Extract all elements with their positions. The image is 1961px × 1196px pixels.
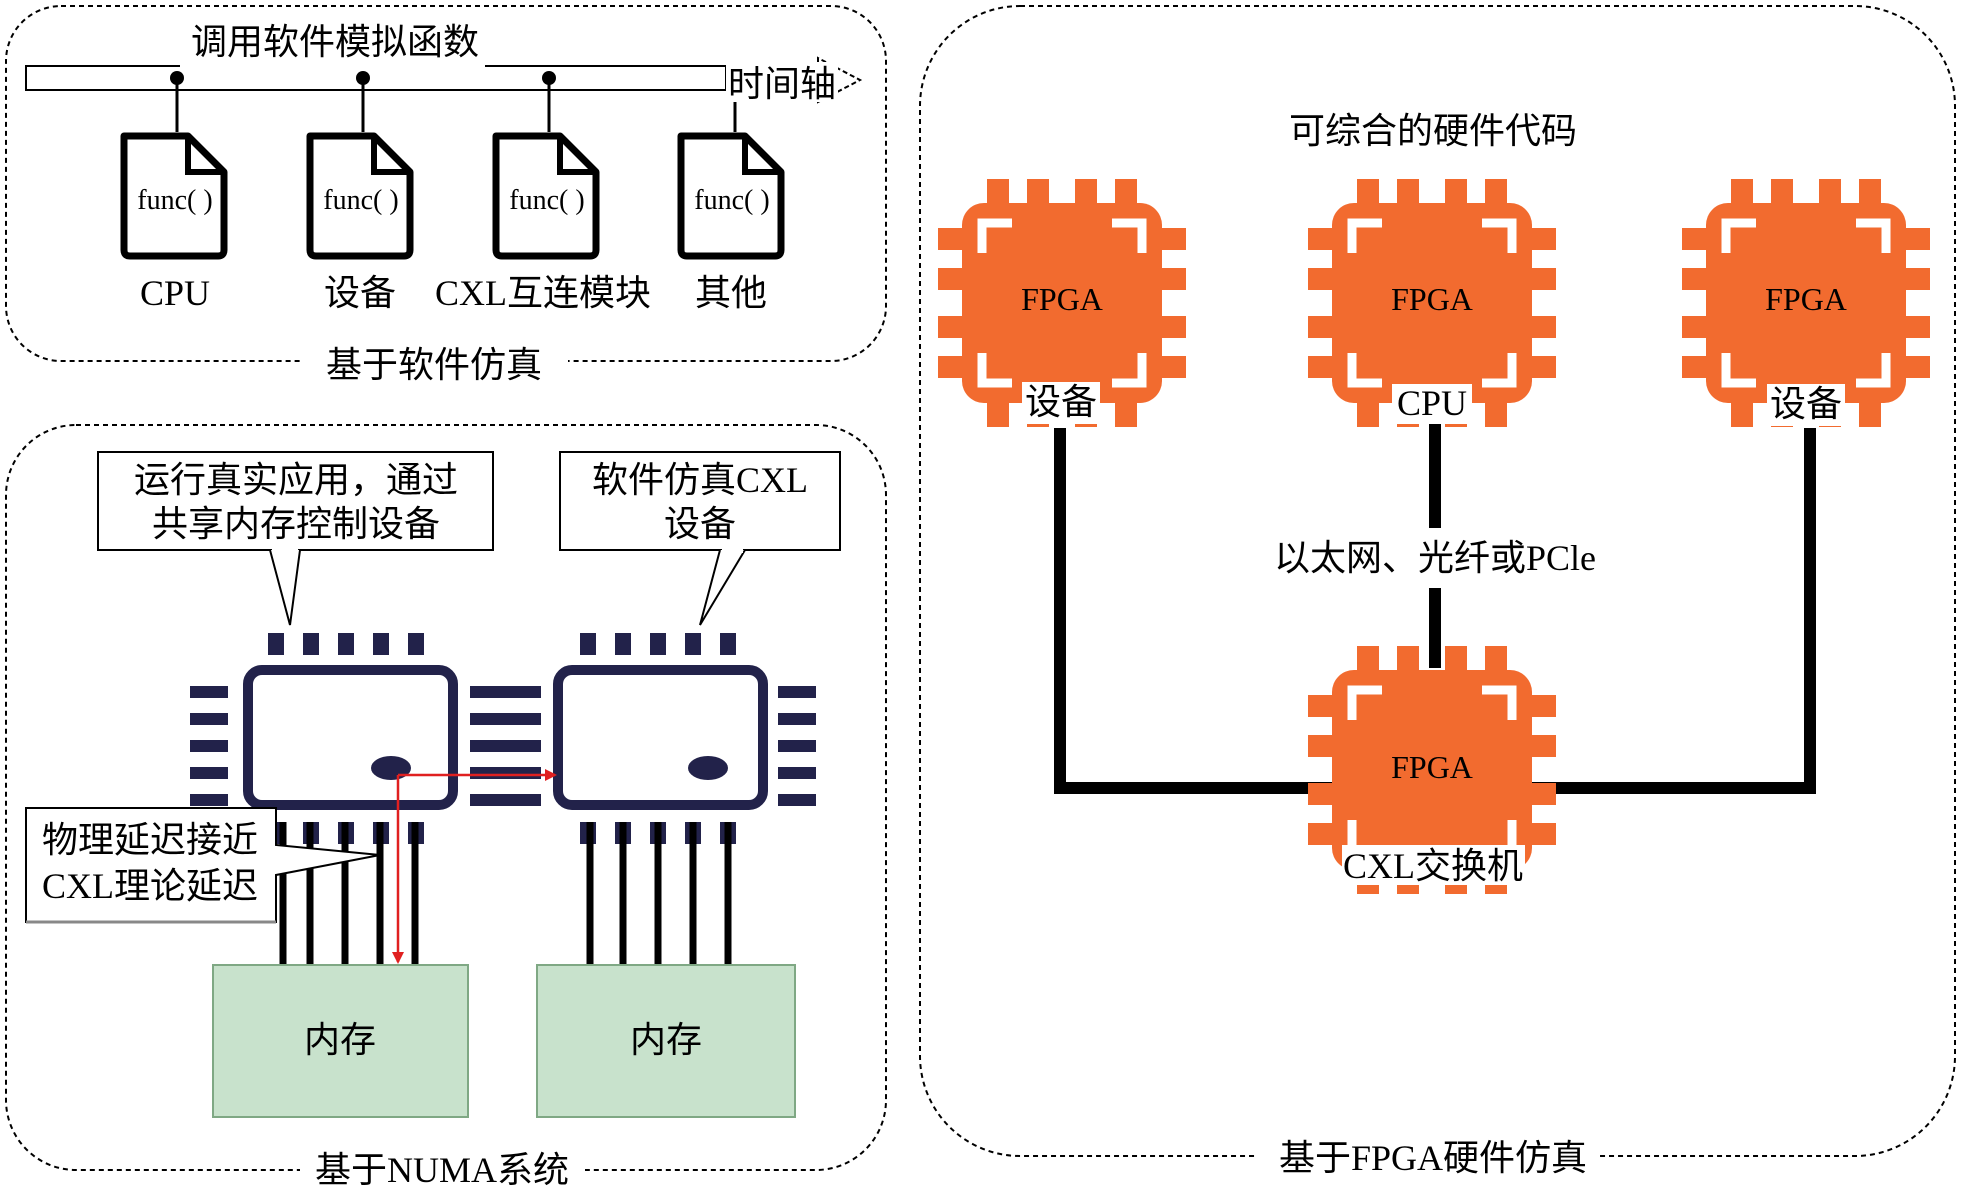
software-sim-panel: 基于软件仿真 调用软件模拟函数 时间轴 func( ) CPU func( ) … bbox=[5, 5, 887, 385]
call-label: 调用软件模拟函数 bbox=[191, 22, 479, 62]
svg-text:设备: 设备 bbox=[664, 504, 736, 544]
fpga-chip-device-left: FPGA 设备 bbox=[938, 179, 1186, 427]
fpga-role: 设备 bbox=[1770, 384, 1842, 424]
fpga-title: 基于FPGA硬件仿真 bbox=[1279, 1138, 1587, 1178]
func-item-device: func( ) 设备 bbox=[310, 71, 410, 313]
callout-sw-cxl: 软件仿真CXL 设备 bbox=[559, 451, 841, 626]
fpga-name: FPGA bbox=[1391, 281, 1473, 317]
func-label: CPU bbox=[140, 273, 210, 313]
svg-text:内存: 内存 bbox=[304, 1020, 376, 1060]
fpga-chip-cxl-switch: FPGA CXL交换机 bbox=[1308, 646, 1556, 894]
svg-text:CXL理论延迟: CXL理论延迟 bbox=[42, 866, 258, 906]
svg-text:软件仿真CXL: 软件仿真CXL bbox=[592, 460, 808, 500]
fpga-border bbox=[919, 5, 1956, 1157]
callout-real-app: 运行真实应用，通过 共享内存控制设备 bbox=[97, 451, 494, 626]
fpga-panel: 基于FPGA硬件仿真 可综合的硬件代码 以太网、光纤或PCle FPGA 设备 … bbox=[919, 5, 1956, 1179]
func-label: CXL互连模块 bbox=[435, 273, 651, 313]
numa-title: 基于NUMA系统 bbox=[315, 1150, 569, 1190]
svg-text:运行真实应用，通过: 运行真实应用，通过 bbox=[134, 460, 458, 500]
axis-label: 时间轴 bbox=[728, 64, 836, 104]
svg-text:共享内存控制设备: 共享内存控制设备 bbox=[152, 504, 440, 544]
fpga-name: FPGA bbox=[1765, 281, 1847, 317]
numa-chip-right bbox=[503, 633, 816, 965]
fpga-chip-device-right: FPGA 设备 bbox=[1682, 179, 1930, 427]
link-label: 以太网、光纤或PCle bbox=[1274, 538, 1596, 578]
fpga-chip-cpu: FPGA CPU bbox=[1308, 179, 1556, 427]
func-code: func( ) bbox=[694, 185, 769, 216]
fpga-role: CPU bbox=[1397, 383, 1467, 423]
memory-right: 内存 bbox=[536, 964, 796, 1118]
func-code: func( ) bbox=[137, 185, 212, 216]
fpga-name: FPGA bbox=[1021, 281, 1103, 317]
func-item-cxl: func( ) CXL互连模块 bbox=[435, 71, 651, 313]
svg-text:物理延迟接近: 物理延迟接近 bbox=[42, 820, 258, 860]
software-sim-title: 基于软件仿真 bbox=[326, 345, 542, 385]
func-label: 设备 bbox=[324, 273, 396, 313]
numa-panel: 基于NUMA系统 运行真实应用，通过 共享内存控制设备 软件仿真CXL 设备 bbox=[5, 424, 887, 1192]
fpga-role: 设备 bbox=[1025, 382, 1097, 422]
memory-left: 内存 bbox=[212, 964, 469, 1118]
fpga-name: FPGA bbox=[1391, 749, 1473, 785]
func-code: func( ) bbox=[323, 185, 398, 216]
func-code: func( ) bbox=[509, 185, 584, 216]
numa-border bbox=[5, 424, 887, 1171]
fpga-links bbox=[1054, 420, 1816, 794]
func-item-cpu: func( ) CPU bbox=[124, 71, 224, 313]
callout-latency: 物理延迟接近 CXL理论延迟 bbox=[25, 807, 381, 924]
fpga-role: CXL交换机 bbox=[1343, 846, 1523, 886]
func-item-other: func( ) 其他 bbox=[681, 102, 781, 313]
svg-text:内存: 内存 bbox=[630, 1020, 702, 1060]
hw-code-label: 可综合的硬件代码 bbox=[1289, 111, 1577, 151]
func-label: 其他 bbox=[695, 273, 767, 313]
